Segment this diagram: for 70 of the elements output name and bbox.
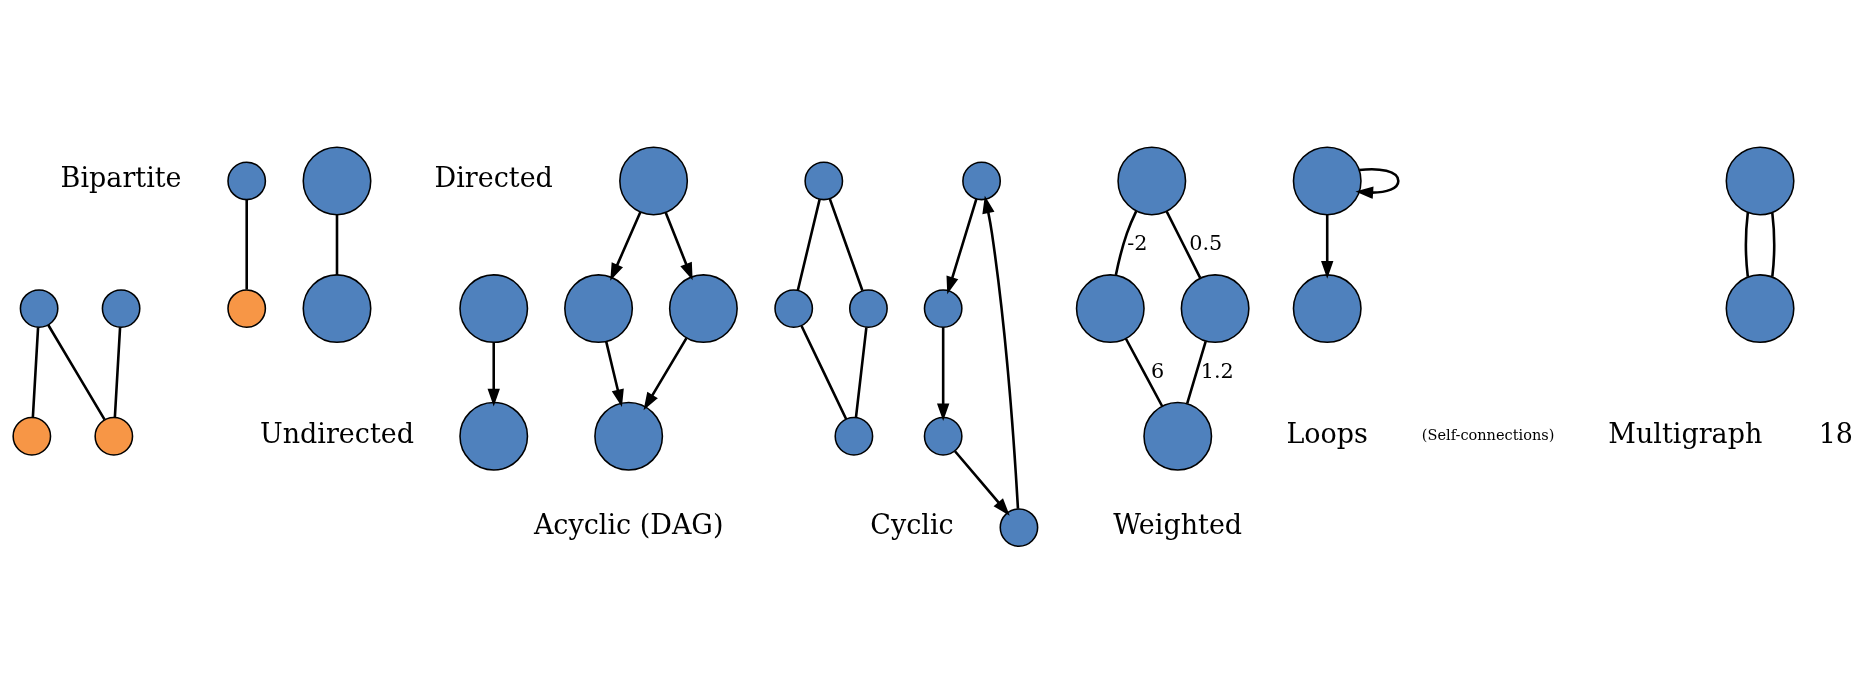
connector <box>335 214 338 275</box>
node-circle <box>803 161 843 201</box>
arrow <box>946 198 978 295</box>
connector <box>1185 340 1207 404</box>
connector <box>1165 210 1201 279</box>
node-circle <box>961 161 1001 201</box>
node-circle <box>19 289 59 329</box>
connector <box>46 324 106 421</box>
label: 18 <box>1818 417 1853 449</box>
arrow <box>1355 168 1400 199</box>
arrow <box>643 337 688 411</box>
connector <box>796 199 821 291</box>
label: Cyclic <box>869 509 954 541</box>
node-circle <box>999 508 1038 548</box>
node-circle <box>1116 146 1186 216</box>
node-circle <box>668 274 738 344</box>
node-circle <box>1292 274 1362 344</box>
node-circle <box>1075 274 1145 344</box>
node-circle <box>563 274 633 344</box>
arrow <box>936 327 949 422</box>
label: Directed <box>434 162 553 194</box>
label: (Self-connections) <box>1421 427 1554 444</box>
node-circle <box>302 146 371 216</box>
connector <box>1770 212 1775 277</box>
node-circle <box>1725 146 1795 216</box>
label: Loops <box>1285 417 1368 449</box>
arrow <box>1320 214 1333 279</box>
node-circle <box>101 289 141 329</box>
node-circle <box>11 416 51 456</box>
connector <box>854 327 868 418</box>
node-circle <box>618 146 688 216</box>
node-circle <box>1142 401 1212 471</box>
connector <box>31 327 39 418</box>
node-circle <box>848 289 888 329</box>
node-circle <box>833 416 873 456</box>
arrow <box>981 195 1019 509</box>
edge-label: 0.5 <box>1188 230 1222 255</box>
arrow <box>604 341 624 408</box>
label: Bipartite <box>60 162 182 194</box>
label: Weighted <box>1112 509 1242 541</box>
node-circle <box>593 401 663 471</box>
node-circle <box>93 416 133 456</box>
node-circle <box>302 274 371 344</box>
arrow <box>664 212 693 281</box>
label: Undirected <box>259 417 414 449</box>
edge-label: 6 <box>1150 358 1164 383</box>
label: Acyclic (DAG) <box>533 509 723 541</box>
node-circle <box>226 161 266 201</box>
label: Multigraph <box>1607 417 1762 449</box>
node-circle <box>226 289 266 329</box>
arrow <box>487 342 500 407</box>
connector <box>244 199 248 290</box>
node-circle <box>458 274 528 344</box>
node-circle <box>923 416 963 456</box>
arrow <box>609 211 642 281</box>
node-circle <box>923 289 963 329</box>
node-circle <box>1292 146 1362 216</box>
edge-label: -2 <box>1126 230 1147 255</box>
node-circle <box>1725 274 1795 344</box>
connector <box>113 327 121 418</box>
connector <box>828 198 864 291</box>
edge-label: 1.2 <box>1200 358 1234 383</box>
connector <box>799 325 847 420</box>
node-circle <box>1180 274 1250 344</box>
arrow <box>953 450 1010 516</box>
node-circle <box>773 289 813 329</box>
connector <box>1124 338 1163 407</box>
node-circle <box>458 401 528 471</box>
connector <box>1744 212 1749 277</box>
connector <box>1114 210 1137 276</box>
